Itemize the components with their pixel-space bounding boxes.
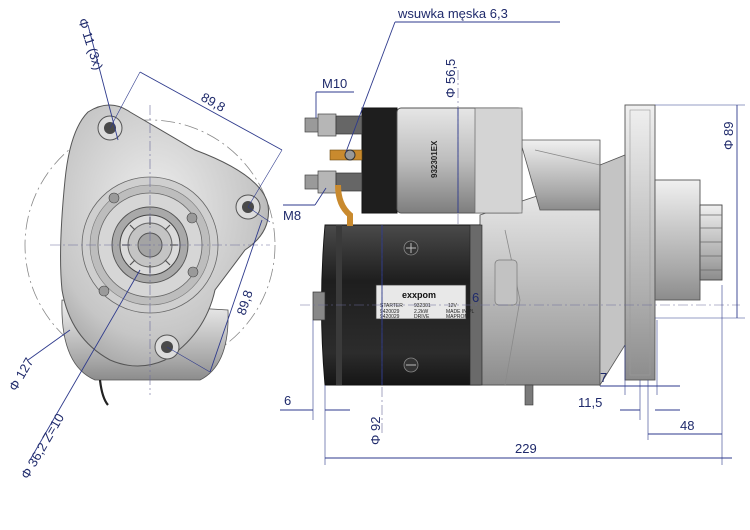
pinion-7-label: 7 [600,370,607,385]
svg-text:2.2kW: 2.2kW [414,309,428,315]
solenoid-part-number: 932301EX [430,140,439,178]
svg-text:MADE IN PL: MADE IN PL [446,309,475,315]
flange-side [624,104,656,381]
terminal-label: wsuwka męska 6,3 [397,6,508,21]
pinion-115-label: 11,5 [578,395,602,410]
terminals [304,113,363,226]
pinion-side [699,204,723,281]
pinion-label: Φ 36,2 Z=10 [18,411,67,482]
flange-48-label: 48 [680,418,694,433]
m10-label: M10 [322,76,347,91]
bolt-hole-top [97,115,123,141]
offset-left-label: 6 [284,393,291,408]
solenoid-dia-label: Φ 56,5 [443,59,458,98]
hole-dia-label: Φ 11 (3x) [75,16,106,72]
motor-dia-label: Φ 92 [368,417,383,445]
flange-dia-label: Φ 89 [721,122,736,150]
bolt-spacing-side-label: 89,8 [234,288,256,317]
side-view: exxpom STARTER 932301 12V 9420029 2.2kW … [280,6,745,465]
svg-text:932301: 932301 [414,303,431,309]
front-view: Φ 11 (3x) 89,8 89,8 Φ 127 Φ 36,2 Z=10 [6,16,283,482]
svg-text:12V: 12V [448,303,458,309]
svg-text:STARTER: STARTER [380,303,403,309]
svg-text:MAPROM: MAPROM [446,314,469,320]
svg-text:9420029: 9420029 [380,309,400,315]
total-length-label: 229 [515,441,537,456]
bolt-spacing-top-label: 89,8 [199,90,228,115]
m8-label: M8 [283,208,301,223]
offset-mid-label: 6 [472,290,479,305]
plate-brand: exxpom [402,290,436,300]
cover-screws [98,192,199,297]
housing-dia-label: Φ 127 [6,355,37,393]
svg-text:9420029: 9420029 [380,314,400,320]
solenoid: 932301EX [361,107,523,214]
motor-screws [403,240,419,373]
svg-text:DRIVE: DRIVE [414,314,430,320]
name-plate: exxpom STARTER 932301 12V 9420029 2.2kW … [375,284,475,320]
